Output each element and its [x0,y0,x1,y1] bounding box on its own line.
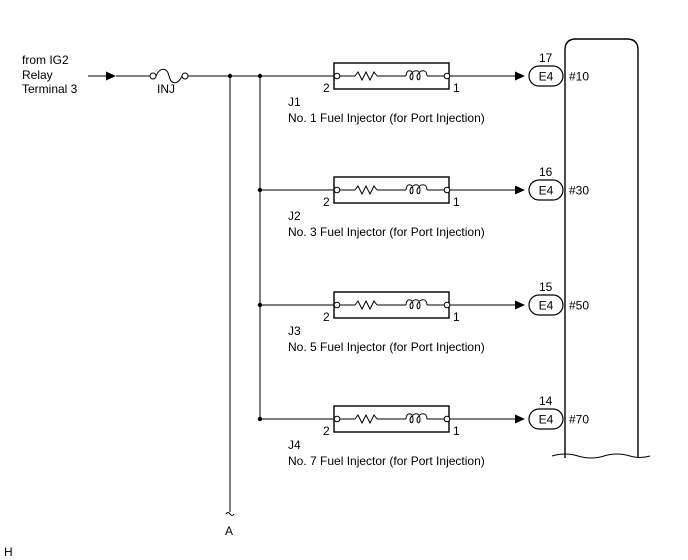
ecu-signal-label: #30 [569,184,589,198]
coil-icon [405,70,428,81]
connector-pin-number: 15 [539,280,553,294]
resistor-icon [354,413,378,425]
input-arrow [88,71,150,81]
resistor-icon [354,299,378,311]
pin-right-label: 1 [453,81,460,95]
injector-id: J4 [288,438,301,452]
connector-pin-number: 16 [539,165,553,179]
source-line-1: from IG2 [22,53,69,67]
connector-pill [528,294,564,316]
ecu-signal-label: #70 [569,413,589,427]
pin-left-label: 2 [323,81,330,95]
connector-label: E4 [539,70,554,84]
connector-pin-number: 17 [539,51,553,65]
connector-label: E4 [539,413,554,427]
connector-pill [528,408,564,430]
pin-left-label: 2 [323,195,330,209]
corner-mark: H [4,545,13,559]
pin-right-label: 1 [453,310,460,324]
fuse-label: INJ [157,82,175,96]
pin-left-label: 2 [323,424,330,438]
injector-name: No. 3 Fuel Injector (for Port Injection) [288,225,485,239]
ecu-signal-label: #50 [569,299,589,313]
injector-id: J2 [288,209,301,223]
pin-left-label: 2 [323,310,330,324]
injector-name: No. 7 Fuel Injector (for Port Injection) [288,454,485,468]
injector-name: No. 1 Fuel Injector (for Port Injection) [288,111,485,125]
pin-right-label: 1 [453,195,460,209]
ecu-signal-label: #10 [569,70,589,84]
connector-label: E4 [539,299,554,313]
connector-pin-number: 14 [539,394,553,408]
resistor-icon [354,70,378,82]
source-line-2: Relay [22,68,53,82]
injector-id: J1 [288,95,301,109]
coil-icon [405,299,428,310]
connector-pill [528,65,564,87]
connector-pill [528,179,564,201]
ground-ref-label: A [225,524,233,538]
injector-id: J3 [288,324,301,338]
source-line-3: Terminal 3 [22,82,78,96]
coil-icon [405,184,428,195]
coil-icon [405,413,428,424]
resistor-icon [354,184,378,196]
ecu-box [551,38,651,459]
injector-name: No. 5 Fuel Injector (for Port Injection) [288,340,485,354]
pin-right-label: 1 [453,424,460,438]
branch-to-a [225,73,235,516]
fuse-symbol [149,68,189,84]
connector-label: E4 [539,184,554,198]
source-label: from IG2 Relay Terminal 3 [22,53,78,96]
